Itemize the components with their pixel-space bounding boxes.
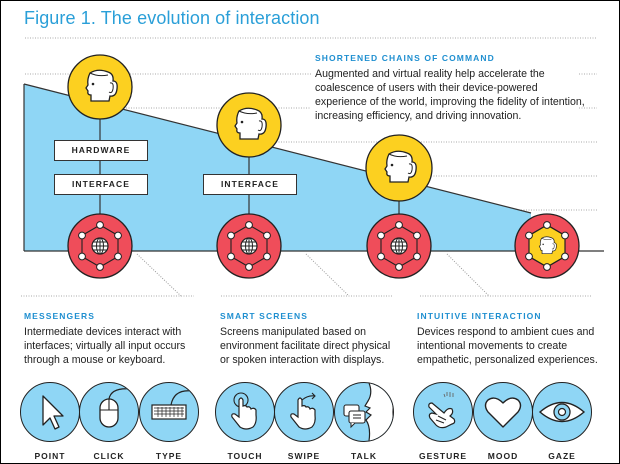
mode-swipe: SWIPE (274, 382, 334, 461)
swipe-hand-icon (290, 392, 316, 430)
head-profile-icon (234, 107, 267, 140)
head-profile-icon (538, 236, 557, 255)
keyboard-icon (151, 390, 193, 420)
section-heading-intuitive-interaction: INTUITIVE INTERACTION (417, 311, 542, 321)
globe-icon (390, 237, 408, 255)
mode-mood: MOOD (473, 382, 533, 461)
interface-box: INTERFACE (54, 174, 148, 195)
mode-label: TOUCH (227, 451, 263, 461)
header-section-body: Augmented and virtual reality help accel… (315, 68, 585, 122)
eye-icon (538, 401, 586, 423)
mode-gaze: GAZE (532, 382, 592, 461)
merged-node (514, 213, 580, 279)
mode-label: GESTURE (418, 451, 468, 461)
mouse-icon (99, 388, 133, 428)
mode-label: MOOD (487, 451, 519, 461)
evolution-diagram (21, 37, 604, 297)
mode-talk: TALK (334, 382, 394, 461)
device-node (366, 213, 432, 279)
cursor-arrow-icon (42, 395, 64, 430)
user-head-node (67, 54, 133, 120)
section-body-smart-screens: Screens manipulated based on environment… (220, 326, 391, 366)
mode-label: TALK (350, 451, 378, 461)
interaction-wedge (24, 84, 531, 251)
head-profile-icon (384, 150, 417, 183)
section-heading-messengers: MESSENGERS (24, 311, 95, 321)
hardware-box: HARDWARE (54, 140, 148, 161)
connector (136, 253, 182, 297)
mode-click: CLICK (79, 382, 139, 461)
mode-gesture: GESTURE (413, 382, 473, 461)
interface-box: INTERFACE (203, 174, 297, 195)
mode-label: TYPE (155, 451, 183, 461)
heart-icon (484, 397, 522, 428)
head-profile-icon (85, 69, 118, 102)
figure-title: Figure 1. The evolution of interaction (24, 8, 320, 28)
mode-label: POINT (34, 451, 66, 461)
connector (305, 253, 350, 297)
snap-gesture-icon (428, 392, 456, 429)
mode-point: POINT (20, 382, 80, 461)
globe-icon (240, 237, 258, 255)
section-heading-smart-screens: SMART SCREENS (220, 311, 308, 321)
touch-hand-icon (231, 392, 257, 430)
mode-label: GAZE (548, 451, 576, 461)
mode-touch: TOUCH (215, 382, 275, 461)
section-body-messengers: Intermediate devices interact with inter… (24, 326, 186, 366)
connector (446, 253, 490, 297)
device-node (216, 213, 282, 279)
speech-bubbles-icon (343, 383, 393, 441)
user-head-node (216, 92, 282, 158)
header-section-heading: SHORTENED CHAINS OF COMMAND (315, 53, 495, 63)
mode-type: TYPE (139, 382, 199, 461)
device-node (67, 213, 133, 279)
section-body-intuitive-interaction: Devices respond to ambient cues and inte… (417, 326, 598, 366)
mode-label: SWIPE (287, 451, 321, 461)
globe-icon (91, 237, 109, 255)
mode-label: CLICK (93, 451, 125, 461)
user-head-node (365, 134, 433, 202)
